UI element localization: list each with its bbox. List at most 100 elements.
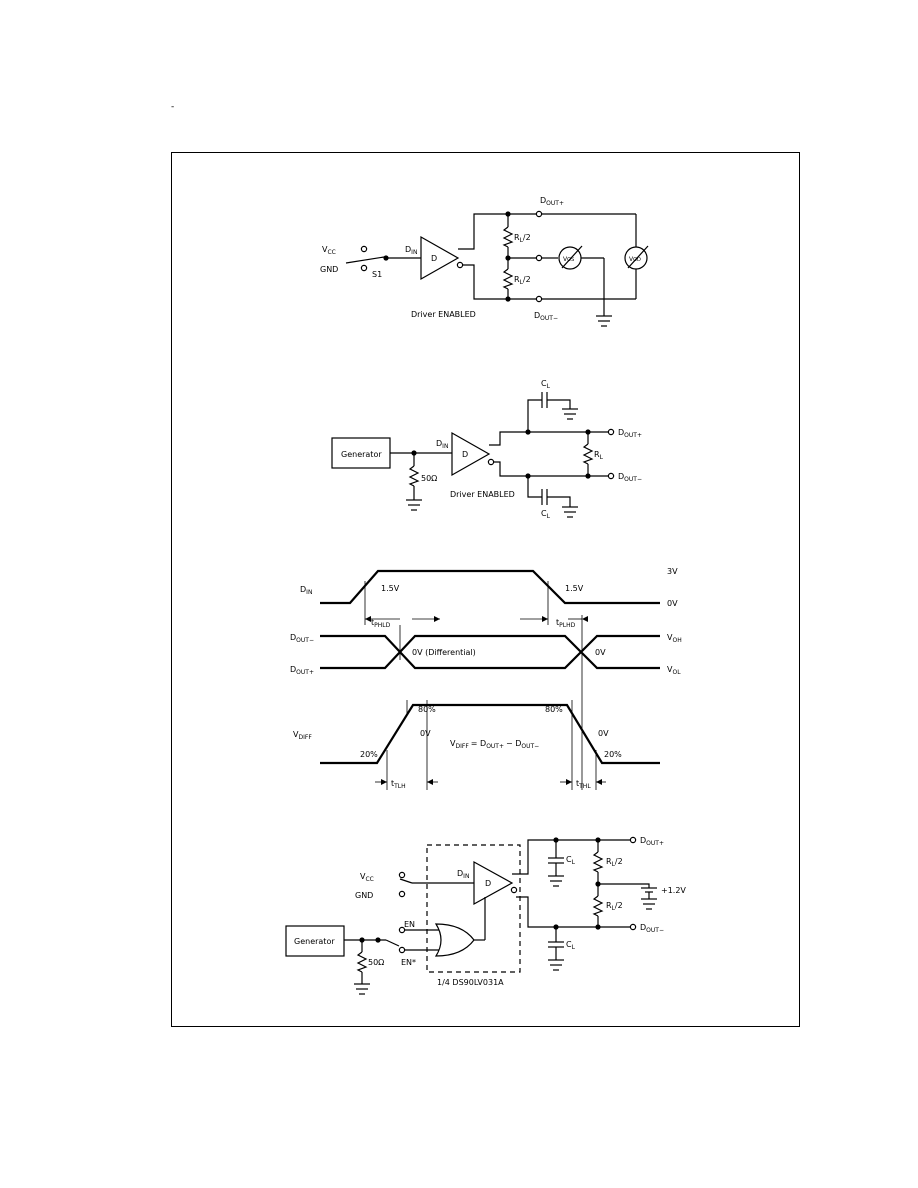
rl-top-label: RL/2 (606, 857, 623, 868)
dout-minus-terminal (535, 295, 543, 303)
generator-label: Generator (294, 937, 335, 946)
dout-minus-wire (493, 461, 588, 477)
en-bar-terminal (398, 946, 406, 954)
arrowhead (582, 616, 588, 622)
driver-label: D (485, 879, 491, 888)
arrowhead (542, 616, 548, 622)
vdiff-label: VDIFF (293, 730, 312, 741)
vcc-terminal (360, 245, 368, 253)
rl-bottom-label: RL/2 (514, 275, 531, 286)
differential-label: 0V (Differential) (412, 648, 476, 657)
wire (527, 399, 542, 432)
zero-crossing-label: 0V (595, 648, 606, 657)
fig1-vod-vos-test-circuit: VCC GND S1 DIN D RL/2 RL/2 VOS VOD DOUT+… (320, 196, 649, 327)
cl-bottom-label: CL (566, 940, 576, 951)
resistor-rl-bottom (592, 895, 604, 917)
wire (547, 496, 571, 507)
fig4-tristate-test-circuit: VCC GND DIN D EN EN* Generator 50Ω CL CL… (285, 836, 686, 995)
driver-triangle (473, 860, 514, 906)
or-gate (434, 923, 475, 957)
ov-right-label: 0V (598, 729, 609, 738)
inverting-output-bubble (456, 261, 464, 269)
voh-label: VOH (667, 633, 682, 644)
dout-minus-wire (462, 264, 536, 300)
tplhd-label: tPLHD (556, 618, 576, 629)
r50-label: 50Ω (421, 474, 437, 483)
din-waveform (320, 569, 660, 605)
level-0v-label: 0V (667, 599, 678, 608)
dout-minus-label: DOUT− (290, 633, 314, 644)
resistor-rl-bottom (502, 268, 514, 290)
dout-plus-terminal (535, 210, 543, 218)
arrowhead (381, 779, 387, 785)
cl-bottom-label: CL (541, 509, 551, 520)
p80-left-label: 80% (418, 705, 436, 714)
generator-box (285, 925, 345, 957)
switch-blade (399, 878, 413, 884)
generator-label: Generator (341, 450, 382, 459)
cl-top-label: CL (541, 379, 551, 390)
arrowhead (365, 616, 371, 622)
dout-plus-label: DOUT+ (640, 836, 664, 847)
din-label: DIN (405, 245, 417, 256)
page-mark: - (171, 102, 175, 112)
din-label: DIN (436, 439, 448, 450)
figure-frame (171, 152, 800, 1027)
vdiff-waveform (320, 703, 660, 765)
fig3-timing-waveforms: DIN 3V 0V 1.5V 1.5V tPHLD tPLHD DOUT− DO… (290, 567, 682, 790)
vod-label: VOD (629, 256, 641, 263)
driver-label: D (431, 254, 437, 263)
level-3v-label: 3V (667, 567, 678, 576)
wire (527, 476, 542, 498)
din-label: DIN (300, 585, 312, 596)
gnd-label: GND (320, 265, 338, 274)
fig2-caption: Driver ENABLED (450, 490, 515, 499)
meter-needle (627, 245, 649, 269)
vbias-label: +1.2V (661, 886, 686, 895)
ttlh-label: tTLH (391, 779, 406, 790)
dout-minus-wire (516, 896, 630, 928)
rl-bottom-label: RL/2 (606, 901, 623, 912)
p80-right-label: 80% (545, 705, 563, 714)
gnd-terminal (398, 890, 406, 898)
en-terminal (398, 926, 406, 934)
wire (547, 399, 571, 409)
gnd-label: GND (355, 891, 373, 900)
resistor-rl-top (592, 851, 604, 873)
arrowhead (427, 779, 433, 785)
dout-minus-label: DOUT− (534, 311, 558, 322)
vcc-label: VCC (322, 245, 336, 256)
gnd-terminal (360, 264, 368, 272)
dout-plus-waveform (320, 634, 660, 670)
arrowhead (434, 616, 440, 622)
fig2-switching-test-circuit: Generator DIN D 50Ω CL CL RL DOUT+ DOUT−… (331, 379, 642, 520)
arrowhead (566, 779, 572, 785)
dout-plus-wire (458, 213, 536, 250)
vcc-label: VCC (360, 872, 374, 883)
dout-minus-waveform (320, 634, 660, 670)
meter-needle (561, 245, 583, 269)
tthl-label: tTHL (576, 779, 591, 790)
vos-label: VOS (563, 256, 574, 263)
switch-blade (385, 939, 400, 947)
vcc-terminal (398, 871, 406, 879)
din-label: DIN (457, 869, 469, 880)
dout-plus-wire (512, 839, 630, 875)
dout-plus-wire (489, 431, 588, 446)
vol-label: VOL (667, 665, 681, 676)
inverting-output-bubble (510, 886, 518, 894)
arrowhead (596, 779, 602, 785)
ov-left-label: 0V (420, 729, 431, 738)
dout-minus-terminal (607, 472, 615, 480)
switch-label: S1 (372, 270, 382, 279)
driver-label: D (462, 450, 468, 459)
dout-plus-terminal (607, 428, 615, 436)
dout-plus-label: DOUT+ (618, 428, 642, 439)
threshold-right-label: 1.5V (565, 584, 584, 593)
rl-top-label: RL/2 (514, 233, 531, 244)
switch-s1-blade (345, 256, 385, 264)
inverting-output-bubble (487, 458, 495, 466)
fig1-caption: Driver ENABLED (411, 310, 476, 319)
tphld-label: tPHLD (371, 618, 391, 629)
